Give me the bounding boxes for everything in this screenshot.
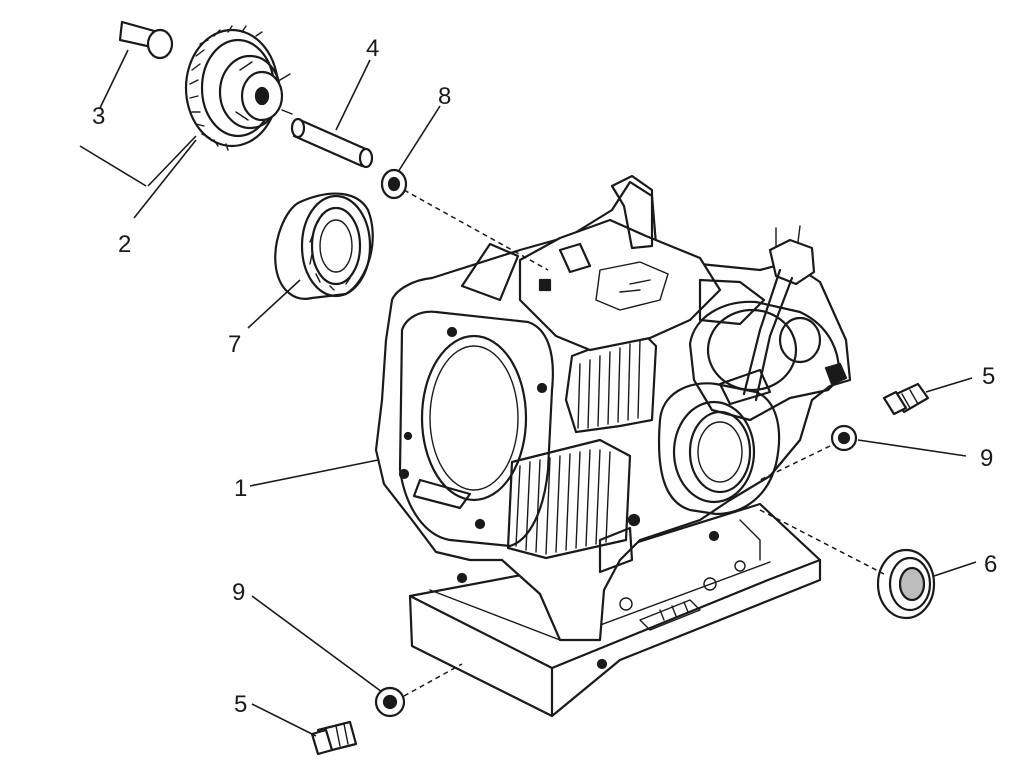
part-5-bolt-upper	[882, 382, 930, 416]
callout-3: 3	[92, 103, 105, 130]
leader-lines	[79, 49, 977, 737]
part-6-seal	[876, 548, 936, 620]
part-1-crankcase	[374, 174, 852, 718]
callout-1: 1	[234, 475, 247, 502]
part-4-shaft	[290, 117, 374, 169]
callout-9-lower: 9	[232, 579, 245, 606]
callout-labels: 1 2 3 4 5 5 6 7 8 9 9	[92, 35, 997, 718]
callout-2: 2	[118, 231, 131, 258]
callout-5-upper: 5	[982, 363, 995, 390]
callout-8: 8	[438, 83, 451, 110]
part-3-pin	[118, 20, 174, 60]
part-9-washer-lower	[374, 686, 406, 718]
callout-6: 6	[984, 551, 997, 578]
part-5-bolt-lower	[310, 720, 358, 756]
callout-5-lower: 5	[234, 691, 247, 718]
part-7-bearing	[274, 192, 374, 300]
part-9-washer-upper	[830, 424, 858, 452]
callout-7: 7	[228, 331, 241, 358]
callout-4: 4	[366, 35, 379, 62]
part-2-gear	[184, 25, 293, 151]
part-8-washer	[380, 168, 408, 200]
callout-9-upper: 9	[980, 445, 993, 472]
